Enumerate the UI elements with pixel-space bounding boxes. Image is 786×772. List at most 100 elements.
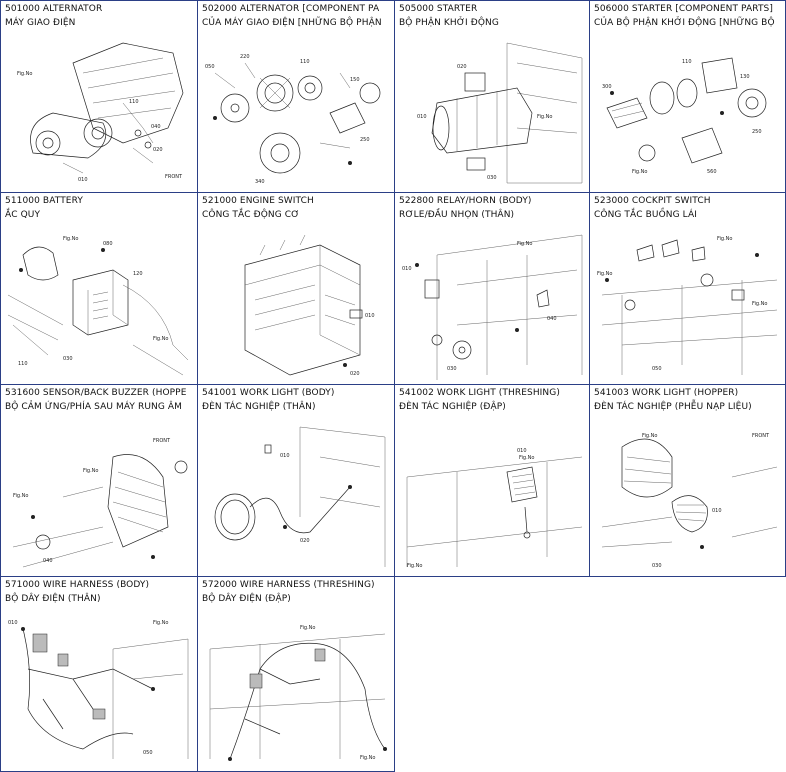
svg-text:150: 150 <box>350 77 360 83</box>
tile-vn-title: CỦA BỘ PHẬN KHỞI ĐỘNG [NHỮNG BỘ <box>594 18 775 28</box>
svg-text:FRONT: FRONT <box>153 438 171 444</box>
tile-vn-title: CỦA MÁY GIAO ĐIỆN [NHỮNG BỘ PHẬN <box>202 18 382 28</box>
svg-text:Fig.No: Fig.No <box>642 433 657 439</box>
tile-code-title: 531600 SENSOR/BACK BUZZER (HOPPE <box>5 388 187 398</box>
svg-text:Fig.No: Fig.No <box>300 625 315 631</box>
svg-text:030: 030 <box>652 563 662 569</box>
work-light-body-diagram: 010 020 <box>200 417 389 572</box>
starter-parts-diagram: 300 110 130 250 560 Fig.No <box>592 33 781 188</box>
catalog-tile-501000[interactable]: 501000 ALTERNATOR MÁY GIAO ĐIỆN Fig.No 1… <box>0 0 198 193</box>
svg-text:Fig.No: Fig.No <box>717 236 732 242</box>
svg-text:020: 020 <box>350 371 360 377</box>
svg-text:110: 110 <box>682 59 692 65</box>
svg-text:120: 120 <box>133 271 143 277</box>
tile-vn-title: BỘ PHẬN KHỞI ĐỘNG <box>399 18 499 28</box>
svg-text:010: 010 <box>280 453 290 459</box>
svg-text:Fig.No: Fig.No <box>519 455 534 461</box>
svg-text:Fig.No: Fig.No <box>752 301 767 307</box>
tile-code-title: 572000 WIRE HARNESS (THRESHING) <box>202 580 375 590</box>
catalog-tile-523000[interactable]: 523000 COCKPIT SWITCH CÔNG TẮC BUỒNG LÁI… <box>589 192 786 385</box>
svg-text:010: 010 <box>517 448 527 454</box>
tile-code-title: 571000 WIRE HARNESS (BODY) <box>5 580 150 590</box>
svg-text:030: 030 <box>447 366 457 372</box>
relay-horn-diagram: 010 Fig.No 030 040 <box>397 225 586 380</box>
svg-text:560: 560 <box>707 169 717 175</box>
starter-diagram: 020 010 Fig.No 030 <box>397 33 586 188</box>
tile-code-title: 511000 BATTERY <box>5 196 83 206</box>
svg-text:300: 300 <box>602 84 612 90</box>
svg-text:Fig.No: Fig.No <box>360 755 375 761</box>
svg-text:050: 050 <box>205 64 215 70</box>
svg-text:020: 020 <box>153 147 163 153</box>
svg-text:080: 080 <box>103 241 113 247</box>
catalog-tile-522800[interactable]: 522800 RELAY/HORN (BODY) RƠLE/ĐẦU NHỌN (… <box>394 192 590 385</box>
svg-text:340: 340 <box>255 179 265 185</box>
svg-text:250: 250 <box>360 137 370 143</box>
svg-text:010: 010 <box>402 266 412 272</box>
svg-text:040: 040 <box>151 124 161 130</box>
svg-text:050: 050 <box>652 366 662 372</box>
svg-text:010: 010 <box>712 508 722 514</box>
svg-text:250: 250 <box>752 129 762 135</box>
catalog-tile-521000[interactable]: 521000 ENGINE SWITCH CÔNG TẮC ĐỘNG CƠ 01… <box>197 192 395 385</box>
tile-vn-title: MÁY GIAO ĐIỆN <box>5 18 76 28</box>
svg-text:030: 030 <box>487 175 497 181</box>
svg-text:110: 110 <box>300 59 310 65</box>
svg-text:Fig.No: Fig.No <box>632 169 647 175</box>
svg-text:Fig.No: Fig.No <box>17 71 32 77</box>
tile-vn-title: ĐÈN TÁC NGHIỆP (ĐẬP) <box>399 402 506 412</box>
tile-code-title: 502000 ALTERNATOR [COMPONENT PA <box>202 4 380 14</box>
svg-text:020: 020 <box>457 64 467 70</box>
svg-text:Fig.No: Fig.No <box>13 493 28 499</box>
catalog-tile-506000[interactable]: 506000 STARTER [COMPONENT PARTS] CỦA BỘ … <box>589 0 786 193</box>
svg-text:010: 010 <box>417 114 427 120</box>
catalog-tile-502000[interactable]: 502000 ALTERNATOR [COMPONENT PA CỦA MÁY … <box>197 0 395 193</box>
tile-code-title: 541003 WORK LIGHT (HOPPER) <box>594 388 739 398</box>
tile-code-title: 505000 STARTER <box>399 4 478 14</box>
svg-text:Fig.No: Fig.No <box>83 468 98 474</box>
svg-text:Fig.No: Fig.No <box>153 336 168 342</box>
alternator-parts-diagram: 050 220 110 150 250 340 <box>200 33 389 188</box>
svg-text:220: 220 <box>240 54 250 60</box>
svg-text:040: 040 <box>43 558 53 564</box>
alternator-diagram: Fig.No 110 040 020 010 FRONT <box>3 33 192 188</box>
tile-code-title: 541001 WORK LIGHT (BODY) <box>202 388 335 398</box>
tile-vn-title: ẮC QUY <box>5 210 41 220</box>
catalog-tile-572000[interactable]: 572000 WIRE HARNESS (THRESHING) BỘ DÂY Đ… <box>197 576 395 772</box>
catalog-tile-531600[interactable]: 531600 SENSOR/BACK BUZZER (HOPPE BỘ CẢM … <box>0 384 198 577</box>
svg-text:110: 110 <box>129 99 139 105</box>
tile-vn-title: ĐÈN TÁC NGHIỆP (THÂN) <box>202 402 316 412</box>
tile-vn-title: RƠLE/ĐẦU NHỌN (THÂN) <box>399 210 515 220</box>
catalog-tile-541001[interactable]: 541001 WORK LIGHT (BODY) ĐÈN TÁC NGHIỆP … <box>197 384 395 577</box>
tile-vn-title: BỘ CẢM ỨNG/PHÍA SAU MÁY RUNG ÂM <box>5 402 183 412</box>
svg-text:Fig.No: Fig.No <box>63 236 78 242</box>
tile-code-title: 522800 RELAY/HORN (BODY) <box>399 196 532 206</box>
svg-text:010: 010 <box>78 177 88 183</box>
catalog-tile-541003[interactable]: 541003 WORK LIGHT (HOPPER) ĐÈN TÁC NGHIỆ… <box>589 384 786 577</box>
svg-text:Fig.No: Fig.No <box>537 114 552 120</box>
tile-vn-title: CÔNG TẮC BUỒNG LÁI <box>594 210 697 220</box>
svg-text:Fig.No: Fig.No <box>407 563 422 569</box>
catalog-tile-505000[interactable]: 505000 STARTER BỘ PHẬN KHỞI ĐỘNG 020 010 … <box>394 0 590 193</box>
svg-text:130: 130 <box>740 74 750 80</box>
tile-code-title: 523000 COCKPIT SWITCH <box>594 196 711 206</box>
svg-text:030: 030 <box>63 356 73 362</box>
tile-vn-title: BỘ DÂY ĐIỆN (THÂN) <box>5 594 101 604</box>
tile-code-title: 506000 STARTER [COMPONENT PARTS] <box>594 4 773 14</box>
svg-text:Fig.No: Fig.No <box>517 241 532 247</box>
svg-text:050: 050 <box>143 750 153 756</box>
svg-text:FRONT: FRONT <box>165 174 183 180</box>
tile-vn-title: CÔNG TẮC ĐỘNG CƠ <box>202 210 300 220</box>
catalog-tile-571000[interactable]: 571000 WIRE HARNESS (BODY) BỘ DÂY ĐIỆN (… <box>0 576 198 772</box>
svg-text:040: 040 <box>547 316 557 322</box>
catalog-tile-541002[interactable]: 541002 WORK LIGHT (THRESHING) ĐÈN TÁC NG… <box>394 384 590 577</box>
svg-text:020: 020 <box>300 538 310 544</box>
